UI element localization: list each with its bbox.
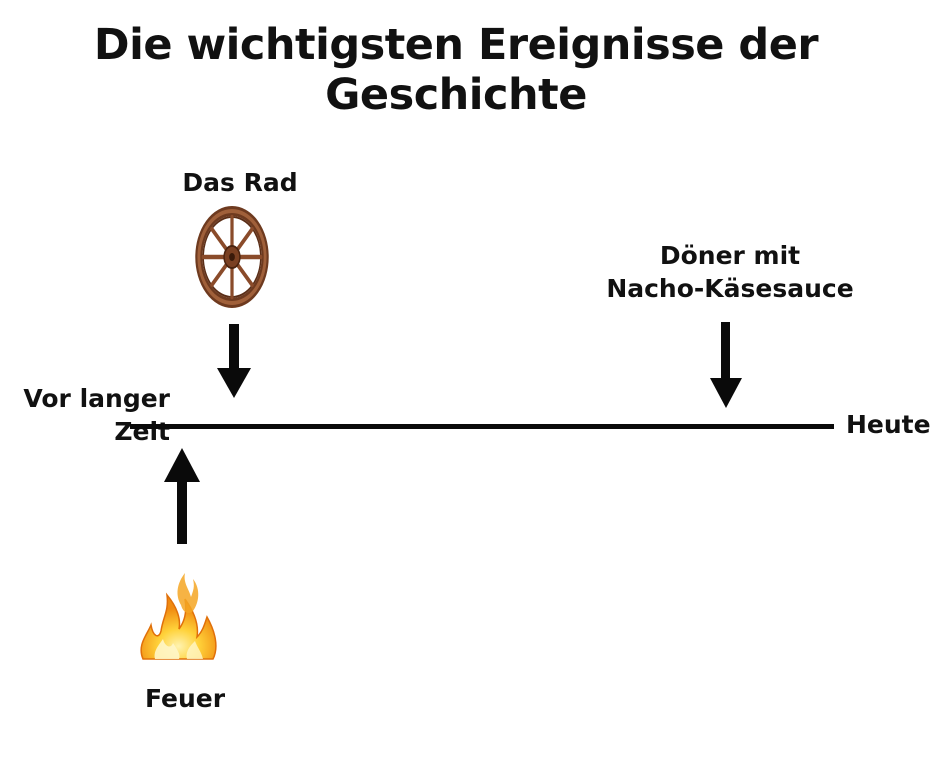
event-label-rad: Das Rad: [182, 168, 298, 197]
title-line-1: Die wichtigsten Ereignisse der: [93, 20, 819, 70]
event-label-feuer: Feuer: [144, 684, 226, 713]
timeline-line: [130, 424, 834, 429]
title-line-2: Geschichte: [325, 70, 587, 120]
timeline-start-label: Vor langer Zeit: [0, 382, 170, 448]
timeline-end-label: Heute: [846, 410, 931, 439]
event-label-doener-line-1: Döner mit: [659, 241, 801, 270]
arrow-up-icon: [164, 448, 200, 544]
timeline-start-line-2: Zeit: [114, 417, 170, 446]
timeline-start-line-1: Vor langer: [23, 384, 170, 413]
wheel-icon: [195, 206, 269, 308]
page-title: Die wichtigsten Ereignisse der Geschicht…: [0, 20, 912, 120]
event-label-doener-line-2: Nacho-Käsesauce: [606, 274, 854, 303]
arrow-down-icon: [217, 324, 251, 398]
event-label-doener: Döner mit Nacho-Käsesauce: [560, 239, 900, 305]
arrow-down-icon: [710, 322, 742, 408]
fire-icon: [140, 573, 217, 660]
